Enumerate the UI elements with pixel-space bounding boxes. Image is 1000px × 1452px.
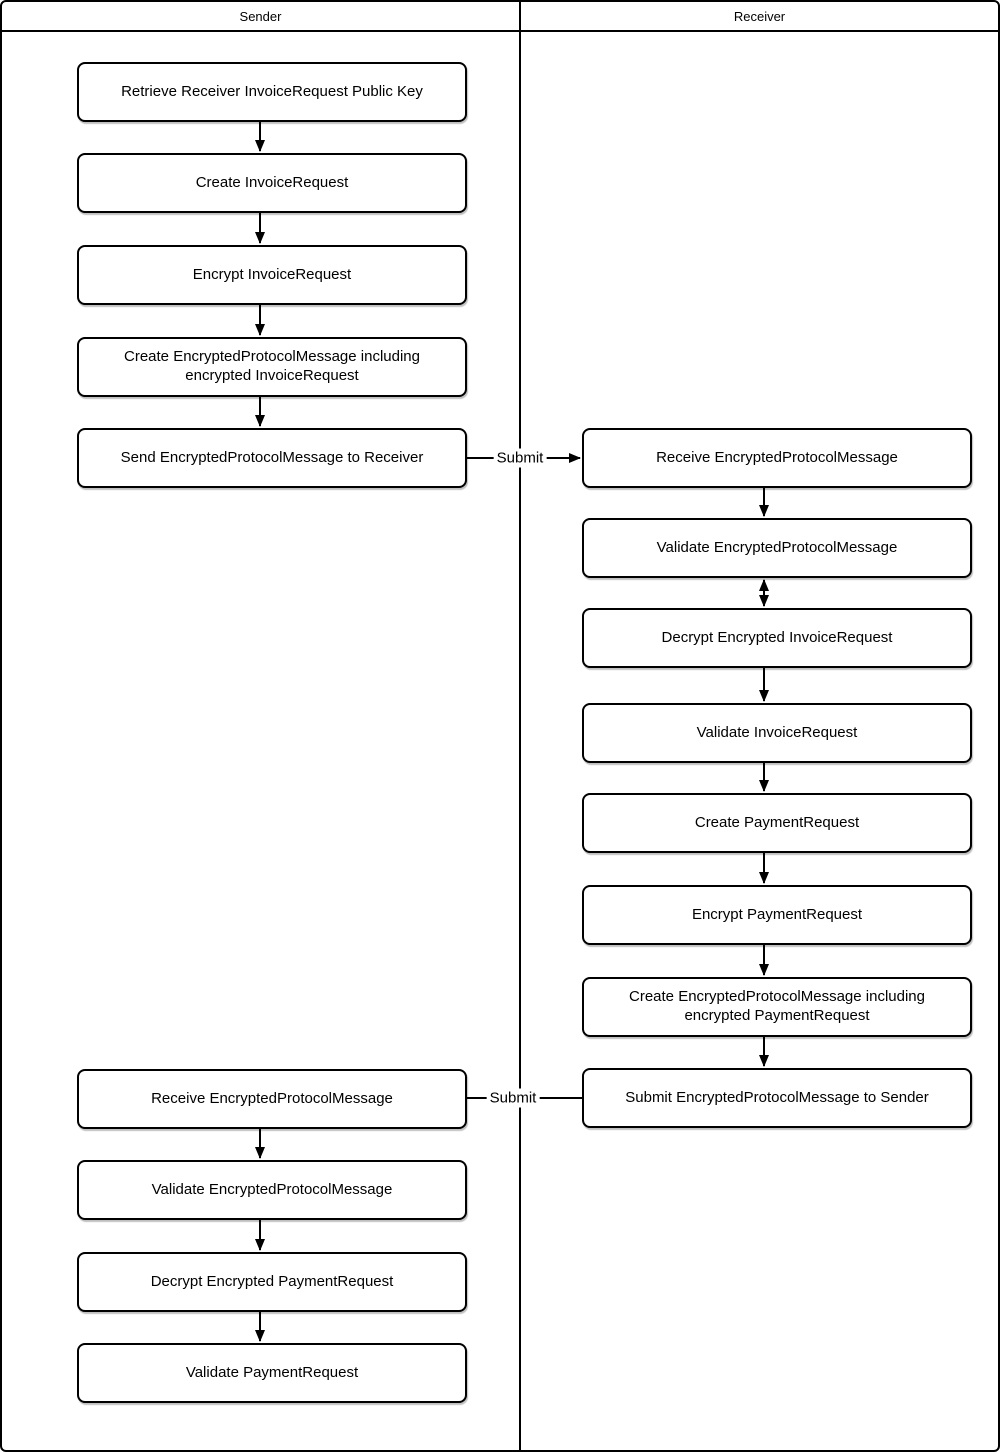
node-label: Validate EncryptedProtocolMessage <box>151 1180 393 1198</box>
node-label: Create PaymentRequest <box>694 813 860 831</box>
lane-title-receiver: Receiver <box>733 8 786 24</box>
node-sender-decrypt-encrypted-paymentrequest: Decrypt Encrypted PaymentRequest <box>77 1252 467 1312</box>
node-receiver-create-paymentrequest: Create PaymentRequest <box>582 793 972 853</box>
edge-label-submit-to-receiver: Submit <box>493 448 547 468</box>
node-label: Receive EncryptedProtocolMessage <box>151 1089 393 1107</box>
node-sender-receive-epm: Receive EncryptedProtocolMessage <box>77 1069 467 1129</box>
node-label: Retrieve Receiver InvoiceRequest Public … <box>121 82 423 100</box>
node-receiver-decrypt-encrypted-invoicerequest: Decrypt Encrypted InvoiceRequest <box>582 608 972 668</box>
node-sender-create-epm-invoicerequest: Create EncryptedProtocolMessage includin… <box>77 337 467 397</box>
node-sender-validate-paymentrequest: Validate PaymentRequest <box>77 1343 467 1403</box>
lane-title-sender: Sender <box>239 8 282 24</box>
node-sender-send-epm-to-receiver: Send EncryptedProtocolMessage to Receive… <box>77 428 467 488</box>
node-receiver-receive-epm: Receive EncryptedProtocolMessage <box>582 428 972 488</box>
node-receiver-encrypt-paymentrequest: Encrypt PaymentRequest <box>582 885 972 945</box>
node-receiver-validate-invoicerequest: Validate InvoiceRequest <box>582 703 972 763</box>
node-label: Validate PaymentRequest <box>185 1363 359 1381</box>
node-sender-retrieve-receiver-public-key: Retrieve Receiver InvoiceRequest Public … <box>77 62 467 122</box>
node-label: Create EncryptedProtocolMessage includin… <box>124 348 420 384</box>
lane-header-sender: Sender <box>2 2 519 30</box>
node-label: Create EncryptedProtocolMessage includin… <box>629 988 925 1024</box>
node-label: Decrypt Encrypted InvoiceRequest <box>661 628 893 646</box>
node-sender-validate-epm: Validate EncryptedProtocolMessage <box>77 1160 467 1220</box>
node-label: Validate InvoiceRequest <box>696 723 858 741</box>
node-label: Receive EncryptedProtocolMessage <box>656 448 898 466</box>
lane-header-divider <box>2 30 998 32</box>
lane-divider <box>519 2 521 1450</box>
node-receiver-validate-epm: Validate EncryptedProtocolMessage <box>582 518 972 578</box>
node-label: Validate EncryptedProtocolMessage <box>656 538 898 556</box>
node-label: Decrypt Encrypted PaymentRequest <box>150 1272 394 1290</box>
node-label: Encrypt InvoiceRequest <box>192 265 352 283</box>
node-label: Submit EncryptedProtocolMessage to Sende… <box>625 1088 929 1106</box>
node-label: Send EncryptedProtocolMessage to Receive… <box>120 448 424 466</box>
lane-header-receiver: Receiver <box>521 2 998 30</box>
node-receiver-submit-epm-to-sender: Submit EncryptedProtocolMessage to Sende… <box>582 1068 972 1128</box>
edge-label-submit-to-sender: Submit <box>486 1088 540 1108</box>
node-receiver-create-epm-paymentrequest: Create EncryptedProtocolMessage includin… <box>582 977 972 1037</box>
node-sender-create-invoicerequest: Create InvoiceRequest <box>77 153 467 213</box>
node-label: Create InvoiceRequest <box>195 173 349 191</box>
node-label: Encrypt PaymentRequest <box>691 905 863 923</box>
node-sender-encrypt-invoicerequest: Encrypt InvoiceRequest <box>77 245 467 305</box>
